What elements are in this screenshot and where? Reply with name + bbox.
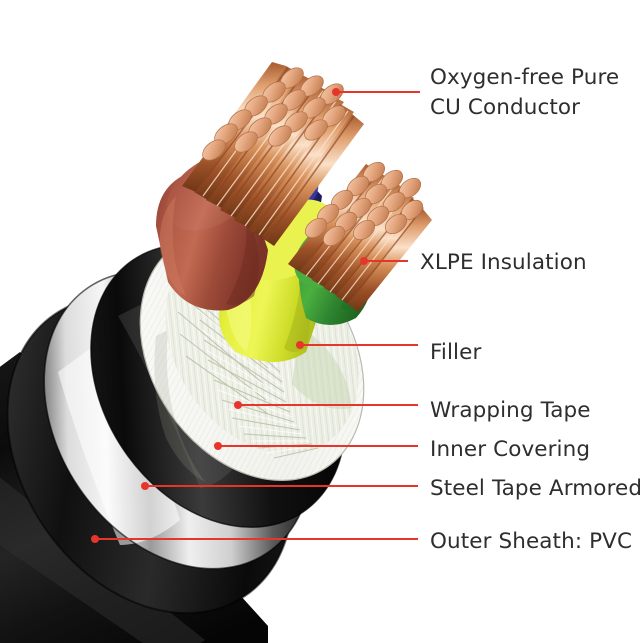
leader-dot-filler xyxy=(296,341,304,349)
conductor-bundle-brown xyxy=(182,62,364,246)
callout-text-conductor-line2: CU Conductor xyxy=(430,95,580,120)
callout-text-filler: Filler xyxy=(430,340,481,365)
callout-label-outer-sheath: Outer Sheath: PVC xyxy=(430,529,632,554)
callout-label-insulation: XLPE Insulation xyxy=(420,250,587,275)
core-brown-shadow xyxy=(226,214,259,305)
conductor-cut-faces-green xyxy=(304,161,424,247)
leader-filler xyxy=(296,341,418,349)
callout-label-conductor: Oxygen-free Pure CU Conductor xyxy=(430,65,619,120)
callout-text-insulation: XLPE Insulation xyxy=(420,250,587,275)
callout-label-wrapping-tape: Wrapping Tape xyxy=(430,398,591,423)
leader-dot-steel-tape-armored xyxy=(141,482,149,490)
core-brown-highlight xyxy=(159,196,186,296)
wrapping-tape-shadow xyxy=(154,330,205,482)
callout-label-inner-covering: Inner Covering xyxy=(430,437,590,462)
leader-wrapping-tape xyxy=(234,401,418,409)
leader-steel-tape-armored xyxy=(141,482,418,490)
callout-text-inner-covering: Inner Covering xyxy=(430,437,590,462)
leader-outer-sheath xyxy=(91,535,418,543)
callout-text-steel-tape-armored: Steel Tape Armored xyxy=(430,476,640,501)
leader-dot-outer-sheath xyxy=(91,535,99,543)
leader-dot-inner-covering xyxy=(214,442,222,450)
leader-inner-covering xyxy=(214,442,418,450)
callout-text-outer-sheath: Outer Sheath: PVC xyxy=(430,529,632,554)
callout-label-steel-tape-armored: Steel Tape Armored xyxy=(430,476,640,501)
leader-conductor xyxy=(332,88,420,96)
leader-dot-conductor xyxy=(332,88,340,96)
leader-lines-group xyxy=(91,88,420,543)
leader-insulation xyxy=(360,257,408,265)
callout-label-filler: Filler xyxy=(430,340,481,365)
callout-text-wrapping-tape: Wrapping Tape xyxy=(430,398,591,423)
conductor-cut-faces-brown xyxy=(202,67,346,161)
leader-dot-insulation xyxy=(360,257,368,265)
leader-dot-wrapping-tape xyxy=(234,401,242,409)
callout-text-conductor: Oxygen-free Pure xyxy=(430,65,619,90)
steel-specular-1 xyxy=(58,345,180,545)
